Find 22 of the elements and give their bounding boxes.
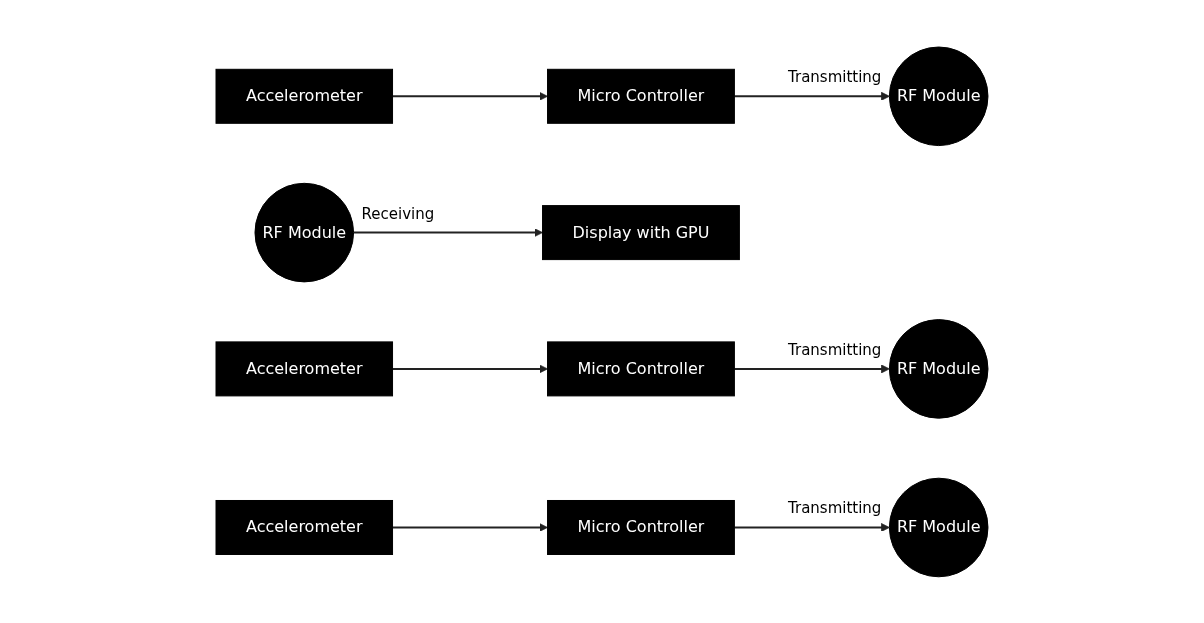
beside-label: Transmitting bbox=[788, 499, 882, 518]
node-circle: RF Module bbox=[888, 477, 989, 577]
node-box: Accelerometer bbox=[215, 499, 394, 555]
node-circle: RF Module bbox=[888, 46, 989, 146]
beside-label: Transmitting bbox=[788, 67, 882, 86]
node-circle: RF Module bbox=[254, 182, 355, 282]
arrow bbox=[391, 364, 548, 373]
arrow bbox=[391, 91, 548, 101]
arrow bbox=[733, 522, 890, 532]
arrow bbox=[391, 522, 548, 532]
node-circle: RF Module bbox=[888, 318, 989, 419]
node-box: Accelerometer bbox=[215, 341, 394, 396]
node-box: Micro Controller bbox=[547, 499, 735, 555]
arrow bbox=[733, 364, 890, 373]
arrow bbox=[352, 227, 543, 237]
node-box: Micro Controller bbox=[547, 341, 735, 396]
beside-label: Receiving bbox=[361, 204, 435, 223]
arrow bbox=[733, 91, 890, 101]
node-box: Display with GPU bbox=[542, 204, 740, 260]
node-box: Micro Controller bbox=[547, 68, 735, 124]
beside-label: Transmitting bbox=[788, 340, 882, 359]
node-box: Accelerometer bbox=[215, 68, 394, 124]
